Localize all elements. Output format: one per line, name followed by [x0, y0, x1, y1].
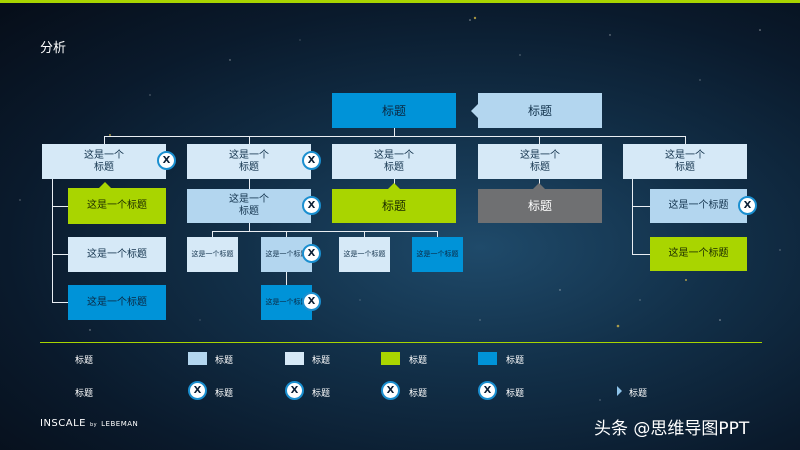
node-label: 这是一个标题 — [374, 149, 414, 173]
connector — [364, 231, 365, 237]
connector — [632, 254, 650, 255]
connector — [52, 179, 53, 303]
grandchild-node: 这是一个标题 — [412, 237, 463, 272]
page-title: 分析 — [40, 41, 67, 56]
legend-label: 标题 — [312, 356, 331, 366]
collapse-x-icon[interactable]: X — [157, 151, 176, 170]
x-badge-icon: X — [285, 381, 304, 400]
node-label: 这是一个标题 — [84, 149, 124, 173]
connector — [632, 179, 633, 255]
pointer-triangle-icon — [617, 386, 622, 396]
level1-node: 这是一个标题 — [187, 144, 311, 179]
legend-label: 标题 — [312, 389, 331, 399]
brand-name: INSCALE — [40, 418, 86, 429]
collapse-x-icon[interactable]: X — [302, 151, 321, 170]
legend-divider — [40, 342, 762, 343]
child-node: 这是一个标题 — [68, 188, 166, 224]
callout-node: 标题 — [478, 93, 602, 128]
legend-swatch-blue — [478, 352, 497, 365]
node-label: 这是一个标题 — [229, 194, 269, 217]
grandchild-node: 这是一个标题 — [339, 237, 390, 272]
node-label: 这是一个标题 — [229, 149, 269, 173]
legend-row-label: 标题 — [75, 356, 94, 366]
child-node: 标题 — [478, 189, 602, 223]
legend-label: 标题 — [629, 389, 648, 399]
node-pointer — [99, 182, 111, 188]
connector — [437, 231, 438, 237]
top-accent-line — [0, 0, 800, 3]
legend-swatch-green — [381, 352, 400, 365]
collapse-x-icon[interactable]: X — [302, 292, 321, 311]
level1-node: 这是一个标题 — [478, 144, 602, 179]
brand-by: by — [90, 422, 98, 428]
collapse-x-icon[interactable]: X — [302, 196, 321, 215]
legend-swatch-pale — [285, 352, 304, 365]
child-node: 这是一个标题 — [650, 189, 747, 223]
connector — [685, 136, 686, 144]
callout-pointer — [471, 104, 478, 118]
connector — [52, 302, 68, 303]
node-pointer — [388, 183, 400, 189]
x-badge-icon: X — [381, 381, 400, 400]
watermark: 头条 @思维导图PPT — [594, 419, 750, 439]
legend-label: 标题 — [409, 356, 428, 366]
connector — [212, 231, 438, 232]
legend-row-label: 标题 — [75, 389, 94, 399]
collapse-x-icon[interactable]: X — [302, 244, 321, 263]
node-pointer — [533, 183, 545, 189]
legend-label: 标题 — [506, 389, 525, 399]
root-node: 标题 — [332, 93, 456, 128]
child-node: 这是一个标题 — [68, 285, 166, 320]
legend-label: 标题 — [215, 389, 234, 399]
connector — [249, 136, 250, 144]
level1-node: 这是一个标题 — [42, 144, 166, 179]
connector — [104, 136, 686, 137]
legend-swatch-light-blue — [188, 352, 207, 365]
child-node: 标题 — [332, 189, 456, 223]
connector — [632, 206, 650, 207]
connector — [249, 223, 250, 231]
grandchild-node: 这是一个标题 — [187, 237, 238, 272]
connector — [394, 128, 395, 136]
legend-label: 标题 — [215, 356, 234, 366]
connector — [52, 254, 68, 255]
x-badge-icon: X — [188, 381, 207, 400]
x-badge-icon: X — [478, 381, 497, 400]
brand-partner: LEBEMAN — [101, 420, 139, 428]
connector — [539, 136, 540, 144]
level1-node: 这是一个标题 — [332, 144, 456, 179]
legend-label: 标题 — [409, 389, 428, 399]
child-node: 这是一个标题 — [187, 189, 311, 223]
connector — [52, 206, 68, 207]
node-label: 这是一个标题 — [520, 149, 560, 173]
child-node: 这是一个标题 — [68, 237, 166, 272]
connector — [104, 136, 105, 144]
connector — [286, 271, 287, 285]
connector — [286, 231, 287, 237]
connector — [249, 179, 250, 189]
legend-label: 标题 — [506, 356, 525, 366]
node-label: 这是一个标题 — [665, 149, 705, 173]
child-node: 这是一个标题 — [650, 237, 747, 271]
level1-node: 这是一个标题 — [623, 144, 747, 179]
collapse-x-icon[interactable]: X — [738, 196, 757, 215]
connector — [212, 231, 213, 237]
